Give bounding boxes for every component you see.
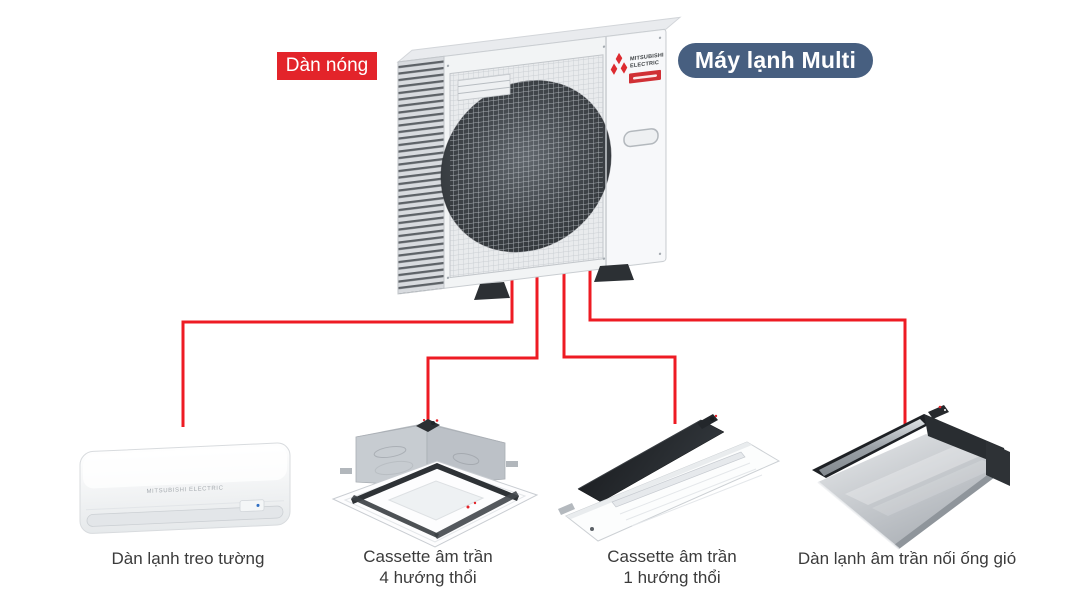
caption-cassette-1way-line2: 1 hướng thổi bbox=[623, 568, 721, 587]
outdoor-unit-tag: Dàn nóng bbox=[277, 52, 377, 80]
caption-cassette-4way-line1: Cassette âm trần bbox=[363, 547, 493, 566]
ducted-side-box bbox=[986, 441, 1010, 486]
outdoor-unit-image: MITSUBISHI ELECTRIC bbox=[396, 16, 682, 300]
connection-line-ducted bbox=[588, 258, 907, 430]
wall-unit-vane bbox=[86, 505, 284, 527]
outdoor-side-vent bbox=[457, 73, 511, 102]
outdoor-foot-right bbox=[594, 264, 634, 282]
caption-cassette-4way: Cassette âm trần 4 hướng thổi bbox=[328, 546, 528, 588]
wall-unit-brand: MITSUBISHI ELECTRIC bbox=[146, 485, 223, 494]
caption-cassette-4way-line2: 4 hướng thổi bbox=[379, 568, 477, 587]
caption-cassette-1way: Cassette âm trần 1 hướng thổi bbox=[572, 546, 772, 588]
outdoor-brand-line2: ELECTRIC bbox=[630, 60, 659, 70]
connection-line-wall-unit bbox=[181, 258, 514, 427]
outdoor-handle bbox=[623, 128, 659, 148]
caption-wall-unit-line1: Dàn lạnh treo tường bbox=[111, 549, 265, 568]
caption-wall-unit: Dàn lạnh treo tường bbox=[88, 548, 288, 569]
outdoor-brand-line1: MITSUBISHI bbox=[630, 52, 664, 62]
connection-line-cassette-1way bbox=[562, 258, 677, 424]
indoor-unit-cassette-1way-image bbox=[558, 414, 781, 542]
cassette4-center-grille bbox=[387, 480, 485, 521]
wall-unit-display bbox=[239, 499, 265, 513]
caption-ducted-unit-line1: Dàn lạnh âm trần nối ống gió bbox=[797, 549, 1017, 568]
indoor-unit-ducted-image bbox=[812, 405, 1010, 550]
cassette1-vane-slot bbox=[611, 451, 746, 508]
caption-ducted-unit: Dàn lạnh âm trần nối ống gió bbox=[791, 548, 1023, 569]
caption-cassette-1way-line1: Cassette âm trần bbox=[607, 547, 737, 566]
connection-line-cassette-4way bbox=[426, 258, 539, 420]
ducted-fan-cylinder bbox=[819, 419, 925, 476]
system-badge: Máy lạnh Multi bbox=[678, 43, 873, 78]
indoor-unit-cassette-4way-image bbox=[331, 418, 539, 548]
mitsubishi-logo-icon: MITSUBISHI ELECTRIC bbox=[610, 52, 664, 84]
indoor-unit-wall-image: MITSUBISHI ELECTRIC bbox=[79, 442, 291, 534]
connection-lines bbox=[181, 258, 907, 430]
ducted-pipes bbox=[928, 405, 949, 419]
outdoor-foot-left bbox=[474, 282, 510, 300]
